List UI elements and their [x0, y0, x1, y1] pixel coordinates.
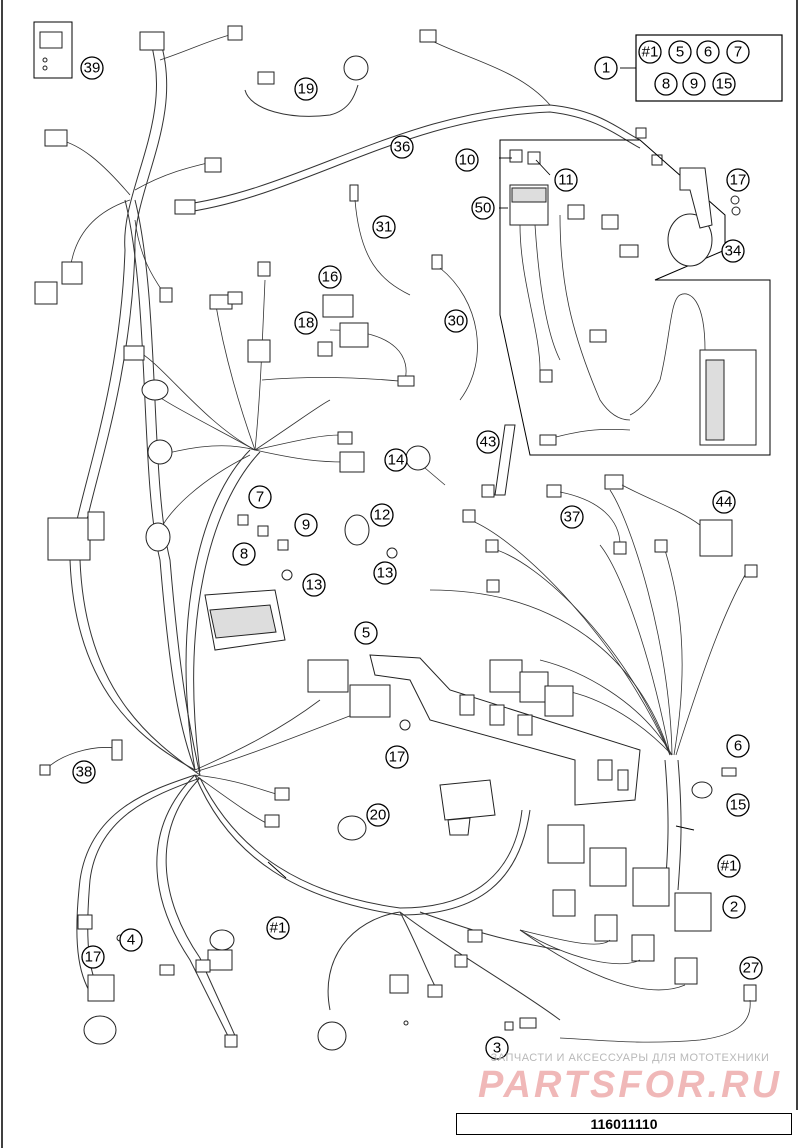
svg-text:17: 17	[85, 949, 102, 966]
callout-c50: 50	[471, 196, 495, 220]
svg-text:9: 9	[690, 76, 698, 93]
svg-text:36: 36	[394, 139, 411, 156]
svg-text:8: 8	[240, 546, 248, 563]
svg-text:6: 6	[734, 738, 742, 755]
callout-c38: 38	[72, 760, 96, 784]
callout-c15: 15	[726, 793, 750, 817]
callout-c2: 2	[722, 895, 746, 919]
callout-c44: 44	[712, 490, 736, 514]
svg-text:18: 18	[298, 315, 315, 332]
legend-item: 7	[726, 40, 750, 64]
callout-c36: 36	[390, 135, 414, 159]
svg-text:11: 11	[558, 172, 574, 189]
callout-c34: 34	[721, 239, 745, 263]
legend-items: 1 #1 5 6 7 8 9 15	[594, 40, 750, 96]
svg-text:10: 10	[459, 152, 476, 169]
callout-c17a: 17	[726, 168, 750, 192]
callout-c19: 19	[294, 77, 318, 101]
callout-c9: 9	[294, 513, 318, 537]
legend-item: 9	[682, 72, 706, 96]
svg-text:2: 2	[730, 899, 738, 916]
callout-c13a: 13	[302, 573, 326, 597]
svg-text:13: 13	[377, 565, 394, 582]
svg-text:37: 37	[564, 509, 581, 526]
legend-item: 5	[668, 40, 692, 64]
leader-lines	[267, 67, 695, 879]
callout-c4: 4	[119, 928, 143, 952]
svg-text:30: 30	[448, 313, 465, 330]
svg-text:1: 1	[602, 60, 610, 77]
part-39-frame	[33, 21, 73, 79]
callout-c27: 27	[739, 956, 763, 980]
svg-text:15: 15	[716, 76, 733, 93]
callout-c31: 31	[372, 215, 396, 239]
svg-text:#1: #1	[721, 858, 738, 875]
callout-c6: 6	[726, 734, 750, 758]
svg-text:7: 7	[734, 44, 742, 61]
callout-c17c: 17	[81, 945, 105, 969]
callout-c3: 3	[485, 1036, 509, 1060]
svg-text:5: 5	[362, 625, 370, 642]
callout-c43: 43	[476, 430, 500, 454]
svg-text:27: 27	[743, 960, 760, 977]
svg-text:31: 31	[376, 219, 393, 236]
svg-text:5: 5	[676, 44, 684, 61]
legend-item: 15	[712, 72, 736, 96]
svg-text:34: 34	[725, 243, 742, 260]
connector-parts	[33, 21, 771, 1051]
watermark-caption: ЗАПЧАСТИ И АКСЕССУАРЫ ДЛЯ МОТОТЕХНИКИ	[490, 1052, 770, 1064]
callout-c11: 11	[554, 168, 578, 192]
callout-legend-ref: 1	[594, 56, 618, 80]
svg-text:14: 14	[388, 452, 405, 469]
svg-text:39: 39	[84, 60, 101, 77]
svg-text:#1: #1	[642, 44, 659, 61]
callout-c14: 14	[384, 448, 408, 472]
callout-c16: 16	[318, 265, 342, 289]
svg-text:15: 15	[730, 797, 747, 814]
callout-c12: 12	[370, 503, 394, 527]
diagram-code: 116011110	[456, 1113, 792, 1135]
callout-c30: 30	[444, 309, 468, 333]
callout-c5: 5	[354, 621, 378, 645]
svg-text:50: 50	[475, 200, 492, 217]
callout-c37: 37	[560, 505, 584, 529]
legend-item: #1	[638, 40, 662, 64]
svg-text:17: 17	[730, 172, 747, 189]
svg-text:3: 3	[493, 1040, 501, 1057]
svg-text:19: 19	[298, 81, 315, 98]
callout-h1a: #1	[266, 916, 290, 940]
svg-text:7: 7	[256, 489, 264, 506]
svg-text:38: 38	[76, 764, 93, 781]
svg-text:8: 8	[662, 76, 670, 93]
svg-text:17: 17	[389, 749, 406, 766]
watermark-brand: PARTSFOR.RU	[478, 1064, 782, 1106]
legend-item: 6	[696, 40, 720, 64]
callout-c17b: 17	[385, 745, 409, 769]
callout-c10: 10	[455, 148, 479, 172]
callout-c8: 8	[232, 542, 256, 566]
callout-h1b: #1	[717, 854, 741, 878]
svg-text:9: 9	[302, 517, 310, 534]
callout-c18: 18	[294, 311, 318, 335]
callout-c20: 20	[366, 803, 390, 827]
legend-item: 8	[654, 72, 678, 96]
svg-text:16: 16	[322, 269, 339, 286]
callout-c13b: 13	[373, 561, 397, 585]
svg-text:13: 13	[306, 577, 323, 594]
svg-text:6: 6	[704, 44, 712, 61]
svg-text:12: 12	[374, 507, 391, 524]
callout-c39: 39	[80, 56, 104, 80]
svg-text:44: 44	[716, 494, 733, 511]
svg-text:20: 20	[370, 807, 387, 824]
svg-text:#1: #1	[270, 920, 287, 937]
svg-text:43: 43	[480, 434, 497, 451]
svg-text:4: 4	[127, 932, 135, 949]
callout-c7: 7	[248, 485, 272, 509]
